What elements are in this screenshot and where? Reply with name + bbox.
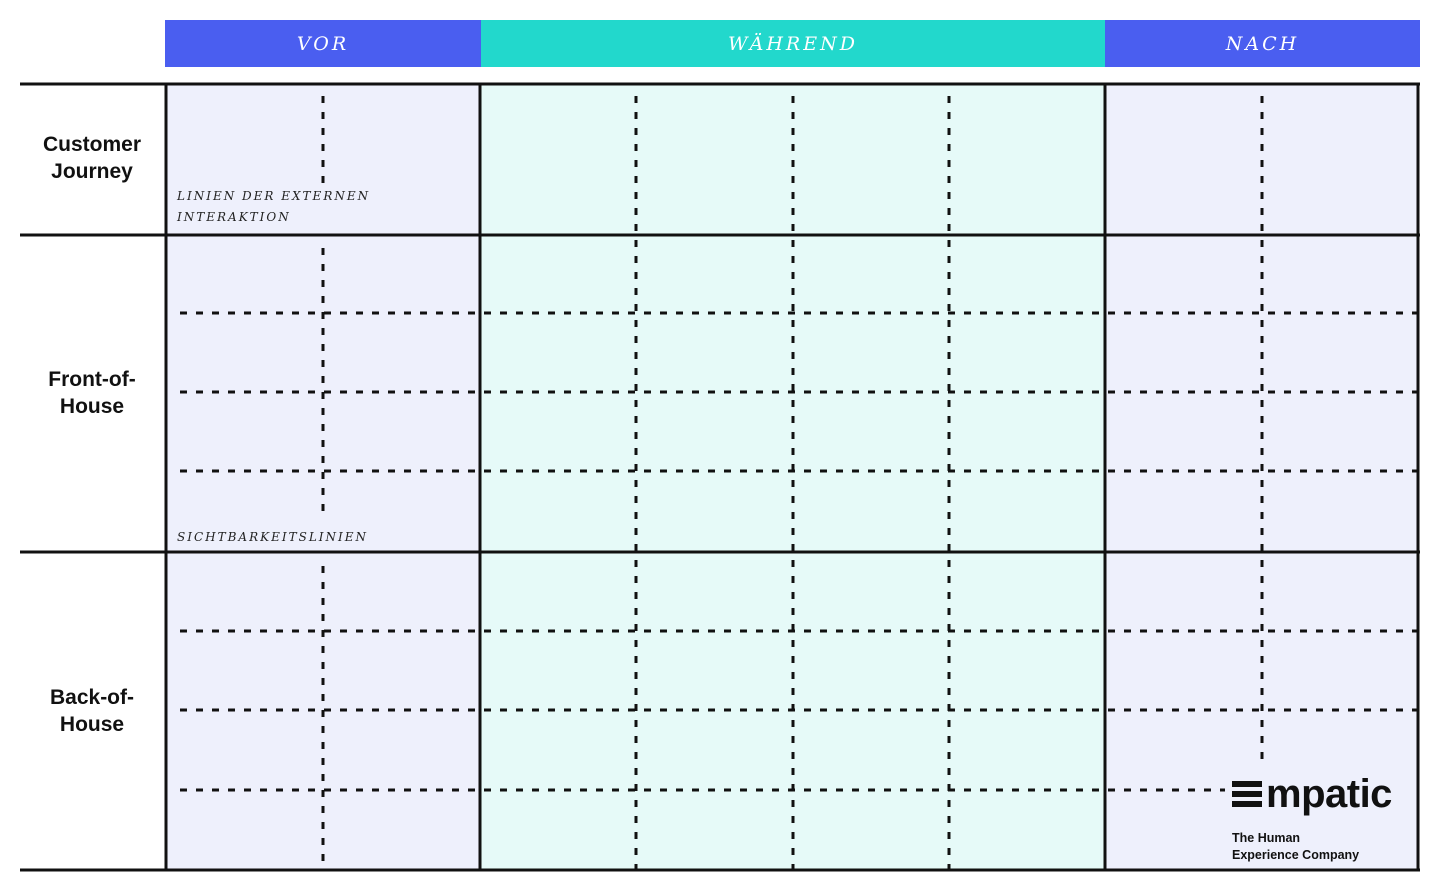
logo-word: mpatic: [1266, 772, 1392, 816]
phase-header-waehrend: WÄHREND: [481, 20, 1105, 67]
caption-external-interaction-lines: LINIEN DER EXTERNEN INTERAKTION: [177, 189, 371, 224]
row-label-customer-journey: Customer Journey: [42, 133, 142, 183]
dotted-lines: [180, 96, 1418, 870]
logo-tagline: The Human Experience Company: [1232, 830, 1417, 864]
caption-visibility-lines: SICHTBARKEITSLINIEN: [177, 530, 369, 544]
logo-wordmark: mpatic: [1232, 772, 1417, 816]
empatic-e-bars-icon: [1232, 781, 1262, 807]
phase-label-waehrend: WÄHREND: [728, 32, 858, 55]
empatic-logo: mpatic The Human Experience Company: [1232, 772, 1417, 864]
solid-lines: [20, 82, 1420, 872]
logo-tagline-line2: Experience Company: [1232, 848, 1360, 862]
phase-label-nach: NACH: [1225, 32, 1300, 55]
phase-header-vor: VOR: [165, 20, 481, 67]
row-label-back-of-house: Back-of-House: [49, 686, 134, 736]
phase-label-vor: VOR: [296, 32, 350, 55]
row-label-front-of-house: Front-of-House: [48, 368, 136, 418]
phase-header-nach: NACH: [1105, 20, 1420, 67]
logo-tagline-line1: The Human: [1232, 831, 1301, 845]
